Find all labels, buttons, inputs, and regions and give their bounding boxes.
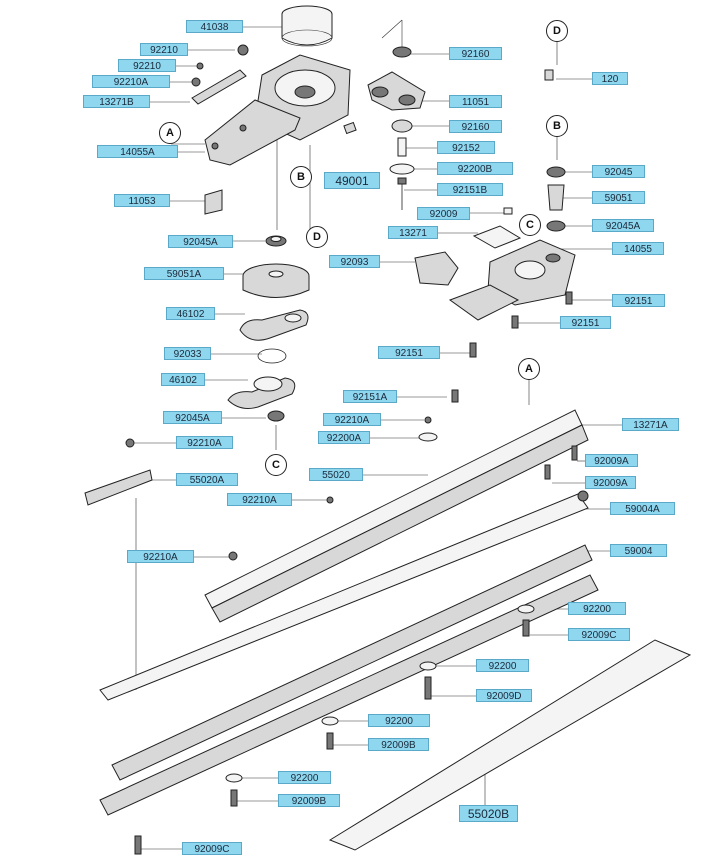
part-label-92045A[interactable]: 92045A — [592, 219, 654, 232]
part-label-120[interactable]: 120 — [592, 72, 628, 85]
part-label-46102[interactable]: 46102 — [166, 307, 215, 320]
part-label-49001[interactable]: 49001 — [324, 172, 380, 189]
part-label-92210[interactable]: 92210 — [118, 59, 176, 72]
part-label-92210A[interactable]: 92210A — [127, 550, 194, 563]
part-label-92151A[interactable]: 92151A — [343, 390, 397, 403]
part-label-92009B[interactable]: 92009B — [368, 738, 429, 751]
part-label-92033[interactable]: 92033 — [164, 347, 211, 360]
part-label-92045A[interactable]: 92045A — [168, 235, 233, 248]
part-label-92200[interactable]: 92200 — [476, 659, 529, 672]
part-label-41038[interactable]: 41038 — [186, 20, 243, 33]
part-label-92200[interactable]: 92200 — [568, 602, 626, 615]
part-label-92009[interactable]: 92009 — [417, 207, 470, 220]
callout-b-right: B — [546, 115, 568, 137]
leader-lines — [134, 19, 622, 850]
part-label-92210A[interactable]: 92210A — [176, 436, 233, 449]
part-label-92151[interactable]: 92151 — [560, 316, 611, 329]
part-label-11053[interactable]: 11053 — [114, 194, 170, 207]
part-label-92151B[interactable]: 92151B — [437, 183, 503, 196]
part-label-92009A[interactable]: 92009A — [585, 476, 636, 489]
part-label-59004A[interactable]: 59004A — [610, 502, 675, 515]
part-label-92210A[interactable]: 92210A — [227, 493, 292, 506]
part-label-92210A[interactable]: 92210A — [92, 75, 170, 88]
callout-b-top: B — [290, 166, 312, 188]
part-label-46102[interactable]: 46102 — [161, 373, 205, 386]
part-label-55020A[interactable]: 55020A — [176, 473, 238, 486]
part-label-92152[interactable]: 92152 — [437, 141, 495, 154]
part-label-92151[interactable]: 92151 — [378, 346, 440, 359]
part-label-92210[interactable]: 92210 — [140, 43, 188, 56]
gear-case-right-assembly — [367, 46, 576, 358]
part-label-92200A[interactable]: 92200A — [318, 431, 370, 444]
part-label-92093[interactable]: 92093 — [329, 255, 380, 268]
callout-a-blade: A — [518, 358, 540, 380]
part-label-92200[interactable]: 92200 — [278, 771, 331, 784]
callout-c-right: C — [519, 214, 541, 236]
part-label-92009C[interactable]: 92009C — [182, 842, 242, 855]
part-label-92009D[interactable]: 92009D — [476, 689, 532, 702]
callout-a-top: A — [159, 122, 181, 144]
gear-case-upper-assembly — [191, 5, 357, 215]
part-label-92200B[interactable]: 92200B — [437, 162, 513, 175]
part-label-13271A[interactable]: 13271A — [622, 418, 679, 431]
part-label-59051[interactable]: 59051 — [592, 191, 645, 204]
part-label-92151[interactable]: 92151 — [612, 294, 665, 307]
callout-d-right: D — [546, 20, 568, 42]
part-label-92160[interactable]: 92160 — [449, 47, 502, 60]
part-label-11051[interactable]: 11051 — [449, 95, 502, 108]
part-label-92045A[interactable]: 92045A — [163, 411, 222, 424]
part-label-55020[interactable]: 55020 — [309, 468, 363, 481]
part-label-14055[interactable]: 14055 — [612, 242, 664, 255]
part-label-59051A[interactable]: 59051A — [144, 267, 224, 280]
part-label-92045[interactable]: 92045 — [592, 165, 645, 178]
part-label-92009C[interactable]: 92009C — [568, 628, 630, 641]
gear-stack-left — [227, 235, 310, 422]
part-label-13271[interactable]: 13271 — [388, 226, 438, 239]
part-label-92200[interactable]: 92200 — [368, 714, 430, 727]
part-label-13271B[interactable]: 13271B — [83, 95, 150, 108]
part-label-92009B[interactable]: 92009B — [278, 794, 340, 807]
blade-assembly — [84, 389, 692, 855]
part-label-92210A[interactable]: 92210A — [323, 413, 381, 426]
part-label-59004[interactable]: 59004 — [610, 544, 667, 557]
callout-d-top: D — [306, 226, 328, 248]
part-label-92160[interactable]: 92160 — [449, 120, 502, 133]
part-label-92009A[interactable]: 92009A — [585, 454, 638, 467]
part-label-55020B[interactable]: 55020B — [459, 805, 518, 822]
part-label-14055A[interactable]: 14055A — [97, 145, 178, 158]
callout-c-bottom: C — [265, 454, 287, 476]
